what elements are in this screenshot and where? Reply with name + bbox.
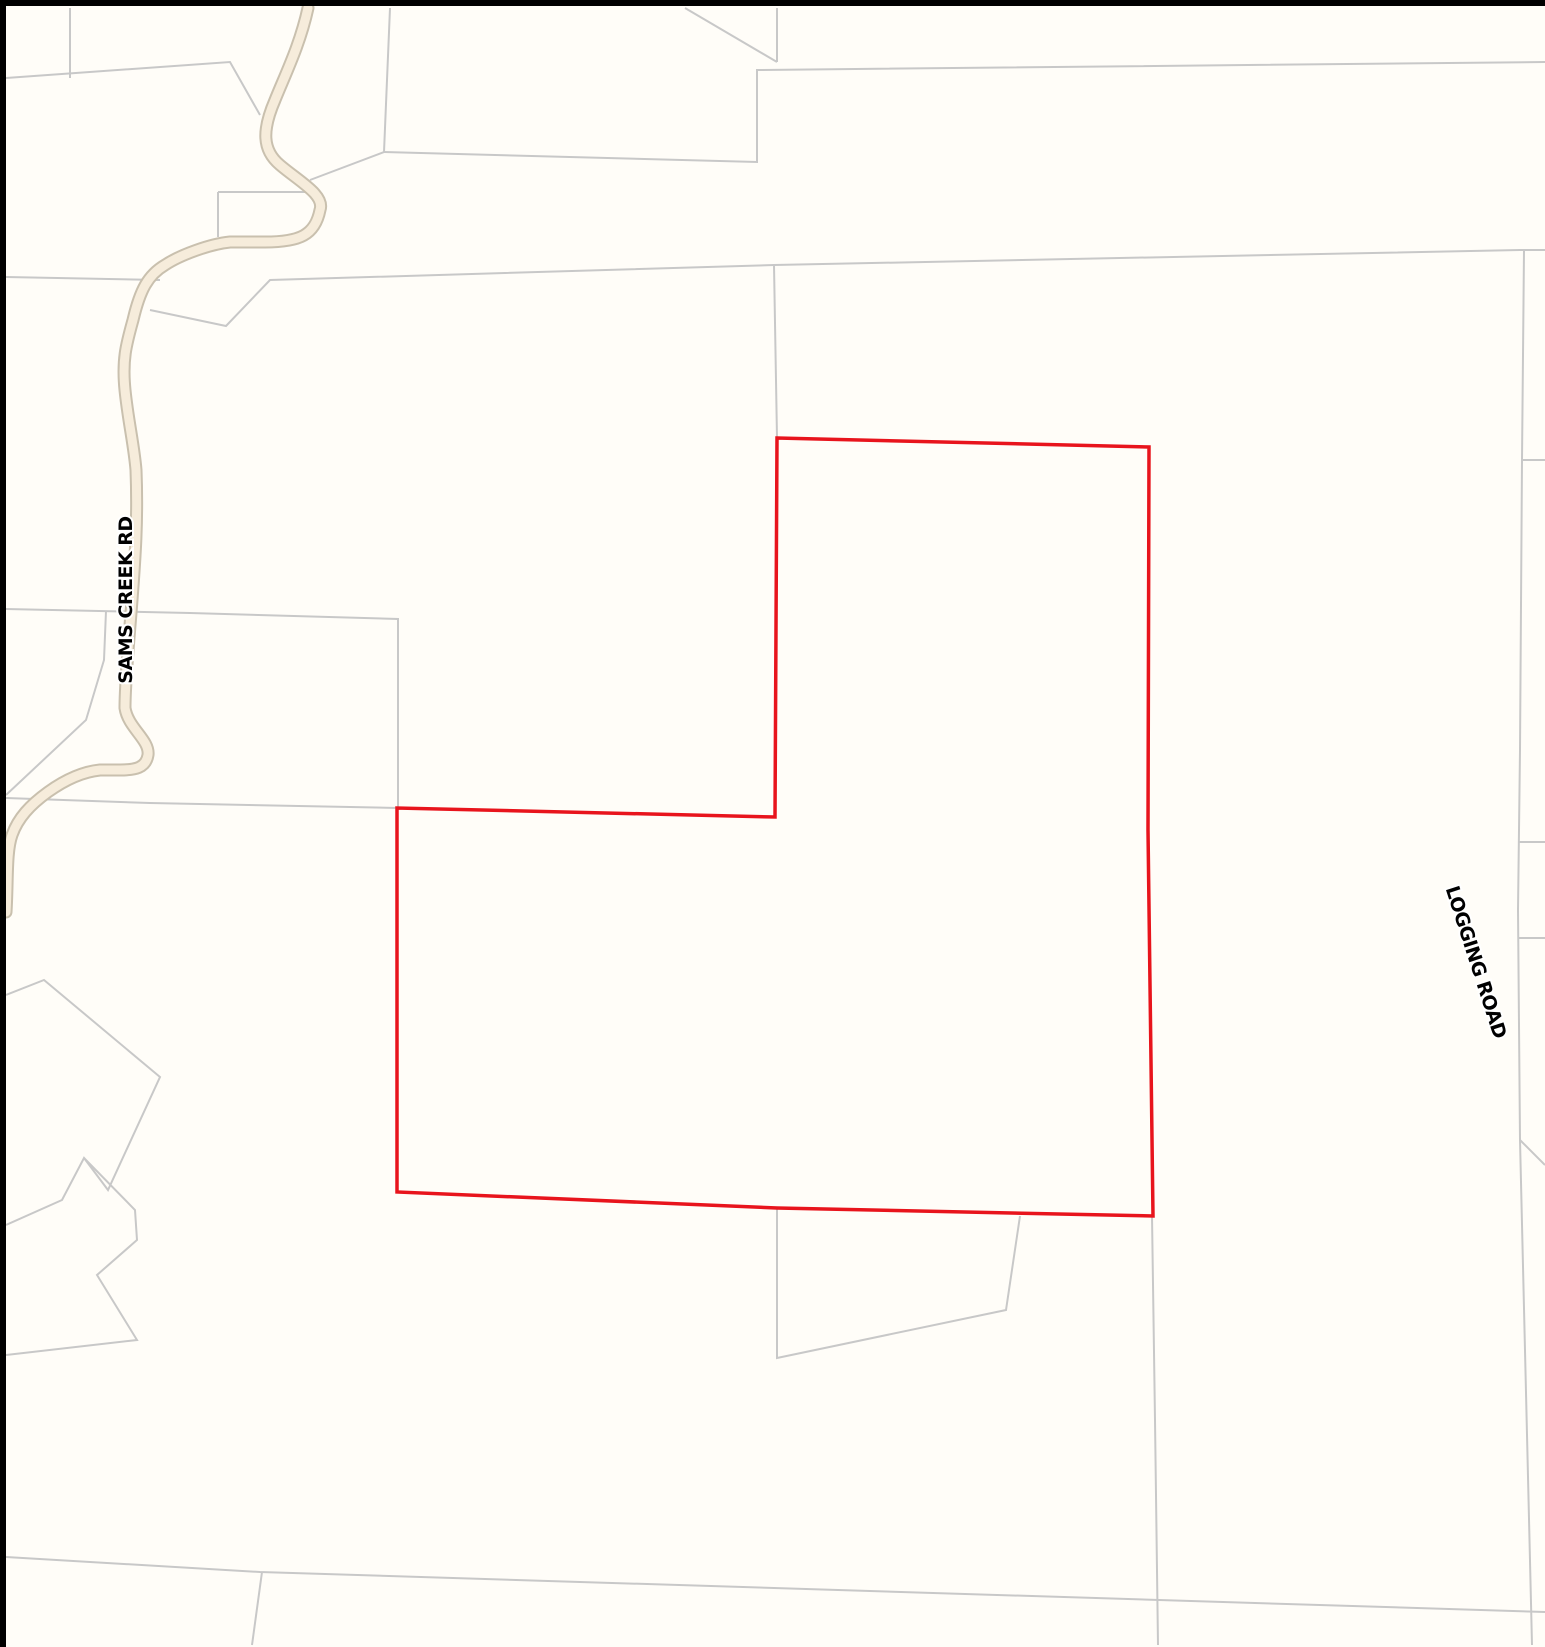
parcel-line (1516, 249, 1545, 1166)
parcel-line (6, 797, 399, 809)
parcel-line (6, 610, 107, 796)
parcel-line (6, 1157, 139, 1356)
parcel-line (1519, 1139, 1533, 1646)
parcel-line (6, 1556, 1545, 1613)
sams-creek-road[interactable] (6, 6, 328, 919)
road-label-logging-road: LOGGING ROAD (1441, 883, 1511, 1041)
parcel-line (383, 61, 1545, 164)
parcel-line (6, 60, 261, 116)
map-canvas[interactable]: SAMS CREEK RD LOGGING ROAD (6, 6, 1545, 1647)
map-svg: SAMS CREEK RD LOGGING ROAD (6, 6, 1545, 1646)
parcel-line (6, 608, 399, 808)
road-label-sams-creek-rd: SAMS CREEK RD (115, 516, 137, 683)
parcel-line (1151, 1215, 1159, 1646)
parcel-line (6, 276, 161, 281)
selected-parcel-boundary[interactable] (395, 436, 1155, 1218)
parcel-line (149, 249, 1545, 328)
parcel-line (776, 1208, 1021, 1360)
parcel-line (773, 264, 778, 439)
parcel-line (684, 7, 778, 63)
parcel-lines (6, 7, 1545, 1646)
parcel-line (309, 7, 391, 181)
parcel-line (251, 1571, 263, 1646)
parcel-line (6, 978, 162, 1226)
